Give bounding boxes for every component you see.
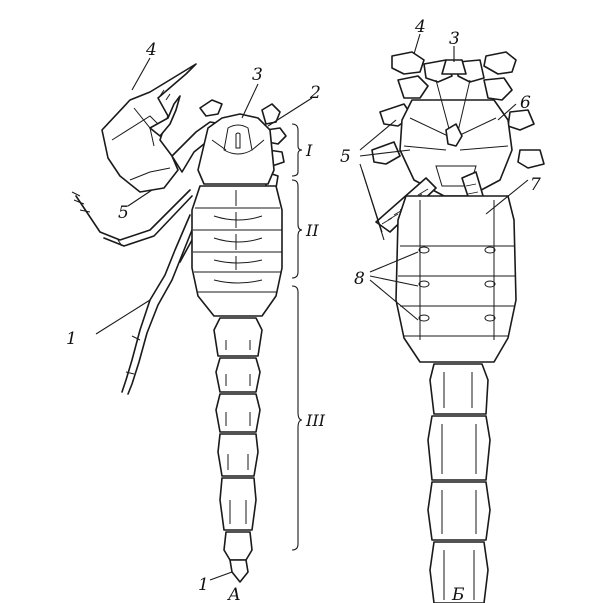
section-label-iii: III [305, 411, 326, 430]
panel-a-dorsal-view: 4 3 2 5 1 1 I II III А [66, 40, 326, 603]
label-4-pedipalp: 4 [145, 40, 157, 60]
label-1-left: 1 [66, 329, 77, 349]
ventral-mesosoma [396, 196, 516, 362]
label-4-ventral: 4 [414, 17, 426, 37]
label-1-telson: 1 [198, 575, 209, 595]
chelicera [200, 100, 222, 116]
mesosoma [192, 186, 282, 316]
panel-b-ventral-view: 4 3 6 5 7 8 Б [340, 17, 544, 603]
section-label-ii: II [305, 221, 319, 240]
label-6-ventral: 6 [520, 93, 531, 113]
metasoma [214, 318, 262, 582]
label-3-ventral: 3 [449, 29, 460, 49]
label-7-pectines: 7 [530, 175, 541, 195]
panel-caption-a: А [227, 585, 241, 603]
ventral-metasoma [428, 364, 490, 603]
section-label-i: I [305, 141, 313, 160]
label-3-dorsal: 3 [252, 65, 263, 85]
panel-caption-b: Б [451, 585, 465, 603]
label-5-dorsal: 5 [118, 203, 129, 223]
label-8-stigmata: 8 [354, 269, 365, 289]
label-2-dorsal: 2 [309, 83, 321, 103]
label-5-ventral: 5 [340, 147, 351, 167]
body-section-brackets [292, 124, 302, 550]
